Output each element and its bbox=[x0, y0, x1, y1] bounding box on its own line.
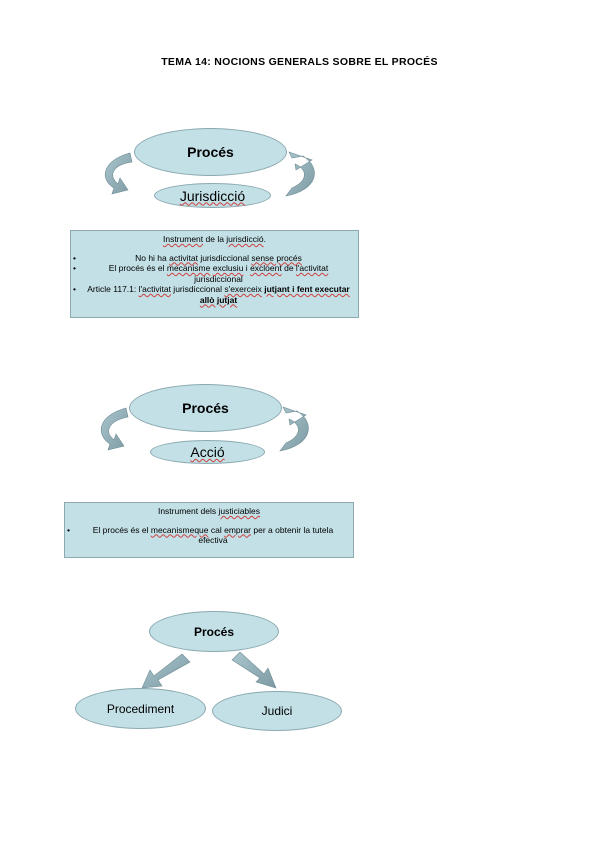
list-item: No hi ha activitat jurisdiccional sense … bbox=[73, 253, 352, 264]
judici-label: Judici bbox=[261, 704, 293, 718]
jurisdiccio-label: Jurisdicció bbox=[179, 187, 246, 204]
accio-ellipse: Acció bbox=[150, 440, 265, 464]
curved-arrow-right-icon bbox=[279, 406, 309, 452]
curved-arrow-left-icon bbox=[100, 407, 129, 451]
box-heading: Instrument dels justiciables bbox=[157, 506, 261, 516]
proces-ellipse: Procés bbox=[129, 384, 282, 432]
page-title: TEMA 14: NOCIONS GENERALS SOBRE EL PROCÉ… bbox=[161, 56, 438, 68]
list-item: El procés és el mecanismeque cal emprar … bbox=[67, 525, 347, 546]
procediment-label: Procediment bbox=[106, 701, 175, 716]
jurisdiccio-info-box: Instrument de la jurisdicció. No hi ha a… bbox=[70, 230, 359, 318]
accio-info-box: Instrument dels justiciables El procés é… bbox=[64, 502, 354, 558]
list-item: El procés és el mecanisme exclusiu i exc… bbox=[73, 263, 352, 284]
accio-label: Acció bbox=[190, 444, 225, 460]
arrow-down-right-icon bbox=[231, 651, 277, 689]
proces-label: Procés bbox=[182, 400, 229, 416]
proces-ellipse: Procés bbox=[149, 611, 279, 652]
curved-arrow-left-icon bbox=[104, 152, 133, 195]
proces-ellipse: Procés bbox=[134, 128, 287, 176]
arrow-down-left-icon bbox=[141, 653, 191, 689]
curved-arrow-right-icon bbox=[285, 151, 315, 197]
judici-ellipse: Judici bbox=[212, 691, 342, 731]
procediment-ellipse: Procediment bbox=[75, 688, 206, 729]
list-item: Article 117.1: l'activitat jurisdicciona… bbox=[73, 284, 352, 305]
jurisdiccio-ellipse: Jurisdicció bbox=[154, 183, 271, 208]
proces-label: Procés bbox=[193, 624, 235, 639]
proces-label: Procés bbox=[187, 144, 234, 160]
box-heading: Instrument de la jurisdicció. bbox=[162, 234, 266, 244]
